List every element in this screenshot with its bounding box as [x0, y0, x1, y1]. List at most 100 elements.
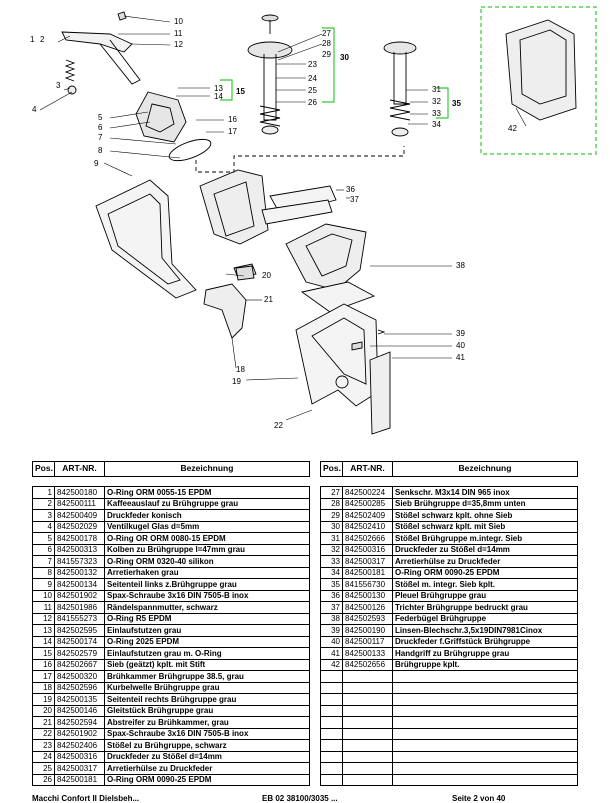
- cell-desc: Stößel m. integr. Sieb kplt.: [392, 578, 578, 591]
- cell-pos: 31: [320, 532, 343, 545]
- cell-desc: Spax-Schraube 3x16 DIN 7505-B inox: [104, 589, 310, 602]
- cell-pos: 1: [32, 486, 55, 499]
- callout-label: 26: [308, 98, 317, 107]
- cell-desc: Druckfeder zu Stößel d=14mm: [104, 750, 310, 763]
- cell-pos: 14: [32, 635, 55, 648]
- cell-art: 842502406: [54, 739, 105, 752]
- cell-pos: 19: [32, 693, 55, 706]
- cell-pos: 42: [320, 658, 343, 671]
- callout-label: 5: [98, 113, 103, 122]
- callout-label: 10: [174, 17, 183, 26]
- callout-label: 12: [174, 40, 183, 49]
- callout-label: 37: [350, 195, 359, 204]
- cell-art: 842500190: [342, 624, 393, 637]
- cell-pos: 40: [320, 635, 343, 648]
- cell-desc: Pleuel Brühgruppe grau: [392, 589, 578, 602]
- cell-art: 842500132: [54, 566, 105, 579]
- table-row: [320, 762, 578, 775]
- cell-desc: O-Ring ORM 0090-25 EPDM: [104, 773, 310, 786]
- cell-desc: Stößel schwarz kplt. mit Sieb: [392, 520, 578, 533]
- callout-label: 22: [274, 421, 283, 430]
- cell-art: 842502410: [342, 520, 393, 533]
- table-row: [320, 716, 578, 729]
- cell-art: 842502667: [54, 658, 105, 671]
- cell-desc: Ventilkugel Glas d=5mm: [104, 520, 310, 533]
- cell-desc: Seitenteil links z.Brühgruppe grau: [104, 578, 310, 591]
- callout-label: 18: [236, 365, 245, 374]
- cell-art: [342, 750, 393, 763]
- callout-label: 14: [214, 92, 223, 101]
- cell-art: 842500316: [342, 543, 393, 556]
- callout-label: 38: [456, 261, 465, 270]
- cell-art: 842500180: [54, 486, 105, 499]
- cell-pos: 24: [32, 750, 55, 763]
- cell-pos: 41: [320, 647, 343, 660]
- callout-label: 42: [508, 124, 517, 133]
- cell-desc: Druckfeder f.Griffstück Brühgruppe: [392, 635, 578, 648]
- cell-desc: [392, 670, 578, 683]
- cell-art: 841556730: [342, 578, 393, 591]
- cell-desc: Kurbelwelle Brühgruppe grau: [104, 681, 310, 694]
- cell-pos: 35: [320, 578, 343, 591]
- cell-art: 842500146: [54, 704, 105, 717]
- table-row: [320, 693, 578, 706]
- cell-desc: Arretierhülse zu Druckfeder: [392, 555, 578, 568]
- cell-pos: 34: [320, 566, 343, 579]
- cell-desc: O-Ring ORM 0090-25 EPDM: [392, 566, 578, 579]
- callout-label: 20: [262, 271, 271, 280]
- callout-label: 7: [98, 133, 103, 142]
- callout-label: 19: [232, 377, 241, 386]
- cell-art: 842500117: [342, 635, 393, 648]
- cell-pos: 15: [32, 647, 55, 660]
- cell-pos: [320, 773, 343, 786]
- cell-desc: Gleitstück Brühgruppe grau: [104, 704, 310, 717]
- cell-art: 842500320: [54, 670, 105, 683]
- cell-desc: [392, 762, 578, 775]
- cell-pos: 38: [320, 612, 343, 625]
- cell-pos: 3: [32, 509, 55, 522]
- table-row: [320, 739, 578, 752]
- cell-desc: Sieb (geätzt) kplt. mit Stift: [104, 658, 310, 671]
- cell-pos: 33: [320, 555, 343, 568]
- cell-pos: 29: [320, 509, 343, 522]
- table-row: [320, 704, 578, 717]
- cell-pos: 30: [320, 520, 343, 533]
- callout-label: 3: [56, 81, 61, 90]
- col-art-header: ART-NR.: [342, 461, 393, 477]
- cell-pos: 4: [32, 520, 55, 533]
- cell-art: 842502656: [342, 658, 393, 671]
- cell-art: [342, 693, 393, 706]
- cell-desc: [392, 716, 578, 729]
- cell-pos: [320, 681, 343, 694]
- cell-pos: 22: [32, 727, 55, 740]
- cell-desc: Kaffeeauslauf zu Brühgruppe grau: [104, 497, 310, 510]
- cell-art: 842502666: [342, 532, 393, 545]
- cell-desc: O-Ring ORM 0055-15 EPDM: [104, 486, 310, 499]
- cell-art: 842502595: [54, 624, 105, 637]
- callout-label: 25: [308, 86, 317, 95]
- callout-label: 32: [432, 97, 441, 106]
- cell-art: 842502594: [54, 716, 105, 729]
- cell-pos: [320, 739, 343, 752]
- footer-right: Seite 2 von 40: [452, 794, 506, 803]
- cell-pos: 12: [32, 612, 55, 625]
- cell-pos: 10: [32, 589, 55, 602]
- cell-pos: 17: [32, 670, 55, 683]
- cell-art: 842500181: [54, 773, 105, 786]
- cell-art: [342, 727, 393, 740]
- callout-label: 29: [322, 50, 331, 59]
